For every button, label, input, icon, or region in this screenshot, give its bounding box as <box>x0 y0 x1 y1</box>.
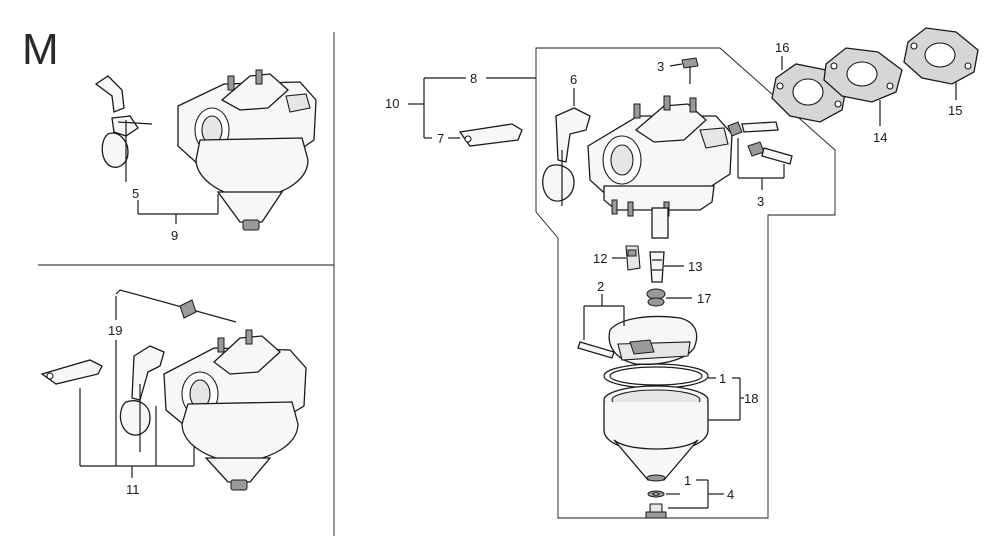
callout-10: 10 <box>385 96 399 111</box>
callout-4: 4 <box>727 487 734 502</box>
callout-19: 19 <box>108 323 122 338</box>
choke-lever-part-7 <box>458 123 523 147</box>
carburetor-assembly-9 <box>94 69 317 231</box>
panel-dividers <box>38 32 335 536</box>
screw-part-3-top <box>669 57 699 84</box>
choke-arm-part-6 <box>542 88 591 206</box>
callout-16: 16 <box>775 40 789 55</box>
callout-5: 5 <box>132 186 139 201</box>
section-letter: M <box>22 25 59 74</box>
bracket-2 <box>583 294 625 340</box>
callout-12: 12 <box>593 251 607 266</box>
callout-3-right: 3 <box>757 194 764 209</box>
callout-6: 6 <box>570 72 577 87</box>
carburetor-assembly-11 <box>40 289 307 491</box>
callout-17: 17 <box>697 291 711 306</box>
gasket-part-14 <box>823 47 903 126</box>
callout-9: 9 <box>171 228 178 243</box>
drain-bolt-parts-1-4 <box>645 479 724 519</box>
callout-8: 8 <box>470 71 477 86</box>
screw-spring-part-3-right <box>727 121 793 190</box>
bracket-18 <box>708 377 744 421</box>
callout-2: 2 <box>597 279 604 294</box>
callout-14: 14 <box>873 130 887 145</box>
float-needle-part-12 <box>612 245 641 271</box>
bowl-gasket-part-1 <box>603 363 716 389</box>
jet-part-17 <box>646 288 692 307</box>
callout-11: 11 <box>126 482 140 497</box>
callout-1-lower: 1 <box>684 473 691 488</box>
callout-7: 7 <box>437 131 444 146</box>
float-bowl <box>603 385 709 482</box>
carburetor-body <box>587 95 733 239</box>
float-part-2 <box>577 315 698 366</box>
main-nozzle-part-13 <box>649 251 684 283</box>
callout-3-top: 3 <box>657 59 664 74</box>
bracket-8-10-7 <box>408 77 536 139</box>
callout-13: 13 <box>688 259 702 274</box>
gasket-part-15 <box>903 27 979 100</box>
callout-18: 18 <box>744 391 758 406</box>
callout-15: 15 <box>948 103 962 118</box>
callout-1-upper: 1 <box>719 371 726 386</box>
